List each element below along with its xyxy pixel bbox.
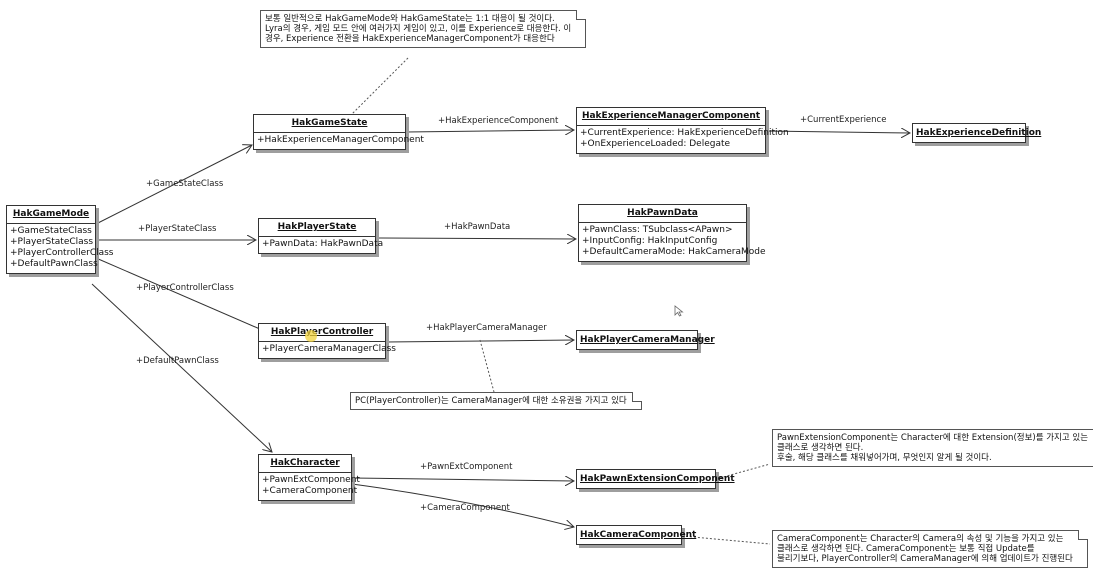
class-title: HakPlayerState: [259, 219, 375, 237]
class-attribute: +PlayerCameraManagerClass: [262, 344, 396, 354]
note-line: PawnExtensionComponent는 Character에 대한 Ex…: [777, 433, 1089, 443]
class-attribute: +PlayerStateClass: [10, 237, 94, 247]
note-link-top: [351, 57, 409, 115]
note-line: 후술, 해당 클래스를 채워넣어가며, 무엇인지 알게 될 것이다.: [777, 453, 992, 463]
class-attribute: +HakExperienceManagerComponent: [257, 135, 424, 145]
class-attributes: +CurrentExperience: HakExperienceDefinit…: [577, 126, 789, 153]
class-hakgamemode[interactable]: HakGameMode +GameStateClass +PlayerState…: [6, 205, 114, 274]
note-camera-component[interactable]: CameraComponent는 Character의 Camera의 속성 및…: [772, 530, 1088, 568]
note-line: 경우, Experience 전환을 HakExperienceManagerC…: [265, 34, 555, 44]
class-attribute: +PawnClass: TSubclass<APawn>: [582, 225, 733, 235]
class-attributes: +PawnClass: TSubclass<APawn> +InputConfi…: [579, 223, 766, 261]
edge-label-camera-manager: +HakPlayerCameraManager: [426, 323, 547, 333]
class-attributes: +PawnExtComponent +CameraComponent: [259, 473, 360, 500]
class-hakplayercameramanager[interactable]: HakPlayerCameraManager: [576, 330, 715, 350]
edge-gamestate-expmgr: [405, 130, 574, 132]
class-hakplayercontroller[interactable]: HakPlayerController +PlayerCameraManager…: [258, 323, 396, 359]
class-hakpawnextensioncomponent[interactable]: HakPawnExtensionComponent: [576, 469, 735, 489]
edge-gamemode-character: [91, 283, 272, 452]
note-line: 보통 일반적으로 HakGameMode와 HakGameState는 1:1 …: [265, 14, 555, 24]
mouse-pointer-icon: [674, 305, 684, 317]
class-title: HakPlayerController: [259, 324, 385, 342]
edge-label-camera-component: +CameraComponent: [420, 503, 510, 513]
note-link-pc: [479, 339, 495, 393]
note-link-camera: [681, 535, 771, 545]
edge-label-pawn-data: +HakPawnData: [444, 222, 511, 232]
edge-label-current-experience: +CurrentExperience: [800, 115, 887, 125]
note-pawn-extension[interactable]: PawnExtensionComponent는 Character에 대한 Ex…: [772, 429, 1093, 467]
class-title: HakCharacter: [259, 455, 351, 473]
note-line: PC(PlayerController)는 CameraManager에 대한 …: [355, 396, 627, 406]
note-line: 불리기보다, PlayerController의 CameraManager에 …: [777, 554, 1073, 564]
class-title: HakGameState: [254, 115, 405, 133]
class-attributes: +PawnData: HakPawnData: [259, 237, 384, 253]
edge-label-pawn-ext-component: +PawnExtComponent: [420, 462, 513, 472]
class-attribute: +InputConfig: HakInputConfig: [582, 236, 718, 246]
edge-label-playerstate-class: +PlayerStateClass: [138, 224, 217, 234]
class-hakcharacter[interactable]: HakCharacter +PawnExtComponent +CameraCo…: [258, 454, 360, 501]
edge-label-experience-component: +HakExperienceComponent: [438, 116, 559, 126]
class-attribute: +DefaultCameraMode: HakCameraMode: [582, 247, 766, 257]
note-line: 클래스로 생각하면 된다.: [777, 443, 864, 453]
class-title: HakExperienceManagerComponent: [577, 108, 765, 126]
class-title: HakPawnData: [579, 205, 746, 223]
class-attributes: +GameStateClass +PlayerStateClass +Playe…: [7, 224, 114, 273]
class-attribute: +PlayerControllerClass: [10, 248, 114, 258]
class-title: HakGameMode: [7, 206, 95, 224]
edge-label-playercontroller-class: +PlayerControllerClass: [136, 283, 234, 293]
edge-label-defaultpawn-class: +DefaultPawnClass: [136, 356, 219, 366]
class-hakexperiencemanagercomponent[interactable]: HakExperienceManagerComponent +CurrentEx…: [576, 107, 789, 154]
note-link-pawnext: [715, 463, 771, 480]
class-hakgamestate[interactable]: HakGameState +HakExperienceManagerCompon…: [253, 114, 424, 150]
note-line: 클래스로 생각하면 된다. CameraComponent는 보통 직접 Upd…: [777, 544, 1035, 554]
note-player-controller[interactable]: PC(PlayerController)는 CameraManager에 대한 …: [350, 392, 642, 410]
edge-label-gamestate-class: +GameStateClass: [146, 179, 224, 189]
class-attribute: +OnExperienceLoaded: Delegate: [580, 139, 731, 149]
cursor-highlight: [305, 330, 317, 342]
class-title: HakPlayerCameraManager: [580, 335, 715, 345]
class-attributes: +PlayerCameraManagerClass: [259, 342, 396, 358]
edge-expmgr-expdef: [765, 131, 910, 133]
note-line: Lyra의 경우, 게임 모드 안에 여러가지 게임이 있고, 이를 Exper…: [265, 24, 572, 34]
edge-character-pawnext: [351, 478, 574, 481]
class-hakplayerstate[interactable]: HakPlayerState +PawnData: HakPawnData: [258, 218, 384, 254]
note-line: CameraComponent는 Character의 Camera의 속성 및…: [777, 534, 1064, 544]
class-title: HakExperienceDefinition: [916, 128, 1042, 138]
class-title: HakCameraComponent: [580, 530, 697, 540]
class-attribute: +CurrentExperience: HakExperienceDefinit…: [580, 128, 789, 138]
class-attribute: +PawnData: HakPawnData: [262, 239, 384, 249]
class-attribute: +GameStateClass: [10, 226, 92, 236]
class-attribute: +PawnExtComponent: [262, 475, 360, 485]
edge-gamemode-playercontroller: [95, 257, 276, 336]
class-hakexperiencedefinition[interactable]: HakExperienceDefinition: [912, 123, 1042, 143]
class-attribute: +CameraComponent: [262, 486, 358, 496]
edge-character-camera: [351, 483, 574, 527]
class-title: HakPawnExtensionComponent: [580, 474, 735, 484]
edge-playerstate-pawndata: [375, 238, 576, 239]
class-hakcameracomponent[interactable]: HakCameraComponent: [576, 525, 697, 545]
edge-gamemode-gamestate: [95, 145, 252, 225]
note-gamemode-gamestate[interactable]: 보통 일반적으로 HakGameMode와 HakGameState는 1:1 …: [260, 10, 587, 48]
class-attribute: +DefaultPawnClass: [10, 259, 98, 269]
class-attributes: +HakExperienceManagerComponent: [254, 133, 424, 149]
class-hakpawndata[interactable]: HakPawnData +PawnClass: TSubclass<APawn>…: [578, 204, 766, 262]
